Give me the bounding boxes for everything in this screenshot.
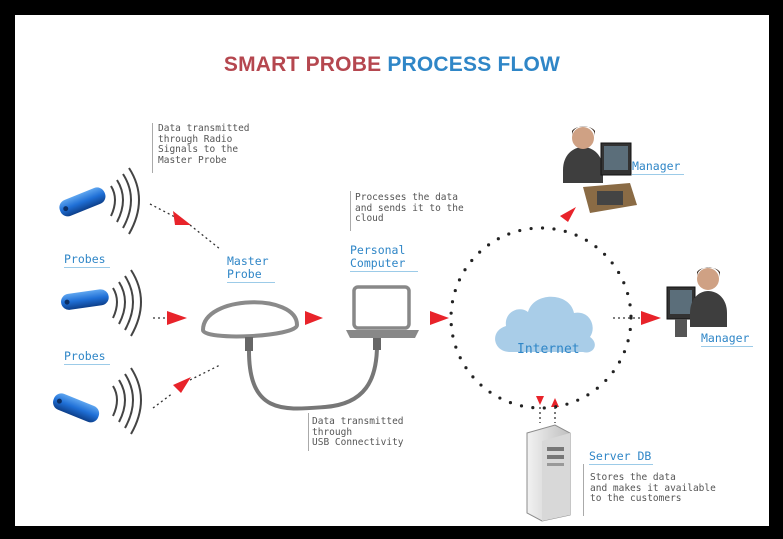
diagram-canvas: SMART PROBE PROCESS FLOW [15,15,769,526]
cloud-icon [495,296,595,353]
radio-note: Data transmitted through Radio Signals t… [158,123,250,166]
internet-label: Internet [517,342,580,357]
diagram-graphics [53,126,727,522]
arrow-icons [167,207,661,407]
server-note: Stores the data and makes it available t… [590,472,716,504]
manager-right-label: Manager [701,332,753,347]
signal-waves-icon [110,167,140,235]
note-line [152,123,153,173]
probe-icon [53,393,100,423]
signal-waves-icon [112,367,142,435]
title-part-red: SMART PROBE [223,53,382,76]
note-line [350,191,351,231]
note-line [308,413,309,451]
internet-ring [449,226,633,410]
master-probe-icon [200,300,300,351]
manager-top-label: Manager [632,160,684,175]
diagram-title: SMART PROBE PROCESS FLOW [15,53,769,77]
probe-icon [61,289,109,310]
usb-cable [247,344,379,411]
manager-icon [563,126,637,213]
radio-link-lines [149,203,221,409]
probe-icon [59,187,106,217]
manager-icon [666,267,727,337]
usb-note: Data transmitted through USB Connectivit… [312,416,404,448]
laptop-icon [346,285,419,350]
probes-top-label: Probes [64,253,110,268]
title-part-blue: PROCESS FLOW [387,53,561,76]
note-line [583,464,584,516]
signal-waves-icon [112,269,142,337]
personal-computer-label: Personal Computer [350,244,418,272]
server-db-label: Server DB [589,449,653,465]
probes-bottom-label: Probes [64,350,110,365]
pc-note: Processes the data and sends it to the c… [355,192,464,224]
master-probe-label: Master Probe [227,255,275,283]
server-icon [526,424,571,522]
server-link-lines [539,407,556,423]
